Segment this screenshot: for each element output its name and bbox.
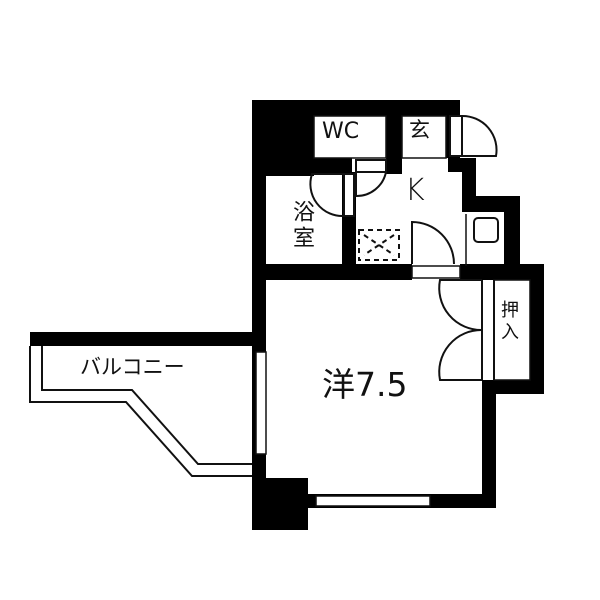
room-label-balcony: バルコニー [80,355,185,379]
room-label-closet: 押入 [498,300,519,344]
room-label-kitchen: K [405,173,425,208]
windows [255,265,461,507]
stove-icon [358,229,400,261]
room-label-western-room: 洋7.5 [322,365,408,404]
room-label-genkan: 玄 [409,118,430,142]
room-label-bathroom: 浴室 [289,200,314,252]
room-label-wc: WC [322,119,360,144]
balcony-railing [29,346,252,477]
refrigerator-icon [473,217,499,243]
doors [309,114,498,381]
walls [30,100,544,530]
